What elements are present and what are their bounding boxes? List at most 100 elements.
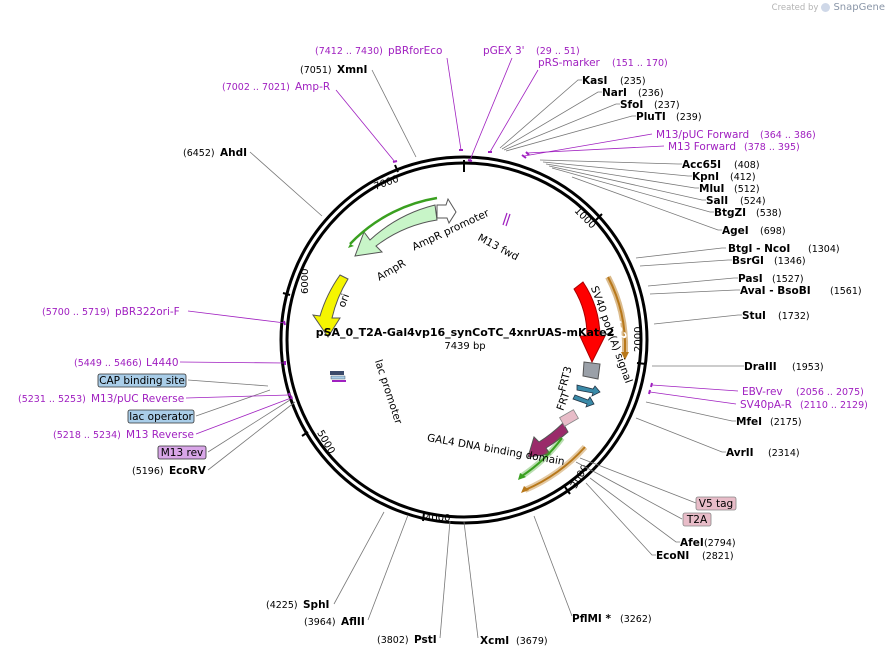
leader-sphi <box>333 511 385 605</box>
enzyme-pluti[interactable]: PluTI <box>636 111 666 123</box>
v5-tag-label: V5 tag <box>699 498 733 510</box>
enzyme-avrii[interactable]: AvrII <box>726 447 754 459</box>
m13-fwd-mark-2 <box>505 213 511 227</box>
enzyme-bsrgi[interactable]: BsrGI <box>732 255 764 267</box>
bottom-leaders <box>333 511 573 639</box>
primer-mark-m13-fwd <box>525 151 530 156</box>
enzyme-mlui[interactable]: MluI <box>699 183 724 195</box>
primer-m13-rev[interactable]: M13 Reverse <box>126 429 194 441</box>
enzyme-agei-pos: (698) <box>760 226 786 237</box>
primer-m13-fwd[interactable]: M13 Forward <box>668 141 736 153</box>
frt-arrow <box>572 394 595 408</box>
enzyme-psti[interactable]: PstI <box>414 634 437 646</box>
enzyme-acc65i[interactable]: Acc65I <box>682 159 721 171</box>
primer-ampr[interactable]: Amp-R <box>295 81 330 93</box>
primer-m13puc-fwd[interactable]: M13/pUC Forward <box>656 129 749 141</box>
plasmid-name: pSA_0_T2A-Gal4vp16_synCoTC_4xnrUAS-mKate… <box>316 326 615 339</box>
tick-marks <box>282 160 647 522</box>
leader-pasi <box>647 277 738 287</box>
leader-btgi <box>635 247 726 259</box>
enzyme-avai-bsobi[interactable]: AvaI - BsoBI <box>740 285 811 297</box>
primer-m13-rev-pos: (5218 .. 5234) <box>53 430 121 441</box>
primer-m13puc-rev[interactable]: M13/pUC Reverse <box>91 393 184 405</box>
primer-pbrforeco[interactable]: pBRforEco <box>388 45 442 57</box>
enzyme-mlui-pos: (512) <box>734 184 760 195</box>
tick-1000 <box>595 213 603 221</box>
leader-sv40pa <box>649 391 737 405</box>
ori-arrow <box>311 274 349 338</box>
primer-mark-m13-rev <box>290 395 293 400</box>
leader-sfoi <box>503 103 620 151</box>
enzyme-pflmi-pos: (3262) <box>620 614 652 625</box>
primer-pgex[interactable]: pGEX 3' <box>483 45 525 57</box>
tick-2000 <box>636 362 647 365</box>
enzyme-stui-pos: (1732) <box>778 311 810 322</box>
enzyme-kasi[interactable]: KasI <box>582 75 607 87</box>
primer-l4440[interactable]: L4440 <box>146 357 179 369</box>
enzyme-afei[interactable]: AfeI <box>680 537 704 549</box>
cap-binding-site-label: CAP binding site <box>99 375 185 387</box>
m13-rev-box-label: M13 rev <box>161 447 204 459</box>
enzyme-sali[interactable]: SalI <box>706 195 728 207</box>
primer-pbr322ori[interactable]: pBR322ori-F <box>115 306 180 318</box>
bottom-enzyme-labels: PflMI * (3262) XcmI (3679) (3802) PstI (… <box>266 599 652 647</box>
primer-ebv[interactable]: EBV-rev <box>742 386 783 398</box>
lac-promoter-mark <box>330 371 344 375</box>
leader-mfei <box>645 401 736 422</box>
enzyme-xcmi[interactable]: XcmI <box>480 635 509 647</box>
primer-m13-fwd-pos: (378 .. 395) <box>744 142 800 153</box>
t2a-box[interactable] <box>682 512 712 527</box>
enzyme-agei[interactable]: AgeI <box>722 225 749 237</box>
v5-tag-box[interactable] <box>695 496 737 511</box>
leader-avai <box>649 289 740 295</box>
enzyme-psti-pos: (3802) <box>377 635 409 646</box>
left-leaders <box>187 69 417 471</box>
primer-prs[interactable]: pRS-marker <box>538 57 601 69</box>
enzyme-sfoi[interactable]: SfoI <box>620 99 643 111</box>
leader-pbrforeco <box>446 57 462 151</box>
enzyme-btgzi[interactable]: BtgZI <box>714 207 746 219</box>
leader-prs <box>489 69 539 153</box>
leader-kasi <box>499 79 582 149</box>
enzyme-afei-pos: (2794) <box>704 538 736 549</box>
ampr-promoter-arrow <box>436 197 457 225</box>
left-enzyme-labels: (5196) EcoRV (6452) AhdI (7051) XmnI <box>132 64 367 477</box>
cap-binding-site-box[interactable] <box>97 373 187 388</box>
primer-mark-m13puc-rev <box>288 392 291 397</box>
leader-mlui <box>545 163 699 189</box>
leader-xcmi <box>463 521 479 639</box>
enzyme-aflii-pos: (3964) <box>304 617 336 628</box>
leader-m13-rev <box>195 397 292 435</box>
enzyme-kpni[interactable]: KpnI <box>692 171 719 183</box>
m13-rev-box[interactable] <box>157 445 207 460</box>
leader-pflmi <box>533 515 573 617</box>
enzyme-nari[interactable]: NarI <box>602 87 627 99</box>
enzyme-draiii[interactable]: DraIII <box>744 361 777 373</box>
enzyme-xcmi-pos: (3679) <box>516 636 548 647</box>
enzyme-ahdi[interactable]: AhdI <box>220 147 247 159</box>
enzyme-mfei[interactable]: MfeI <box>736 416 762 428</box>
enzyme-xmni[interactable]: XmnI <box>337 64 367 76</box>
lac-operator-box[interactable] <box>127 409 195 424</box>
enzyme-sphi[interactable]: SphI <box>303 599 329 611</box>
enzyme-pflmi[interactable]: PflMI * <box>572 613 611 625</box>
enzyme-btgi-ncoi[interactable]: BtgI - NcoI <box>728 243 790 255</box>
frt-label: FRT <box>555 390 573 412</box>
primer-sv40pa-pos: (2110 .. 2129) <box>800 400 868 411</box>
leader-pluti <box>505 115 636 152</box>
primer-mark-sv40pa <box>648 389 651 395</box>
tick-label-2000: 2000 <box>633 327 644 352</box>
tick-label-6000: 6000 <box>300 269 311 294</box>
leader-m13puc-fwd <box>523 133 653 157</box>
snapgene-logo-icon <box>821 3 831 12</box>
cap-site-mark <box>330 375 346 380</box>
primer-ampr-pos: (7002 .. 7021) <box>222 82 290 93</box>
enzyme-ecorv[interactable]: EcoRV <box>169 465 207 477</box>
enzyme-econi[interactable]: EcoNI <box>656 550 689 562</box>
enzyme-stui[interactable]: StuI <box>742 310 766 322</box>
primer-sv40pa[interactable]: SV40pA-R <box>740 399 792 411</box>
enzyme-pasi[interactable]: PasI <box>738 273 763 285</box>
enzyme-aflii[interactable]: AflII <box>341 616 365 628</box>
leader-lacop <box>195 389 271 417</box>
